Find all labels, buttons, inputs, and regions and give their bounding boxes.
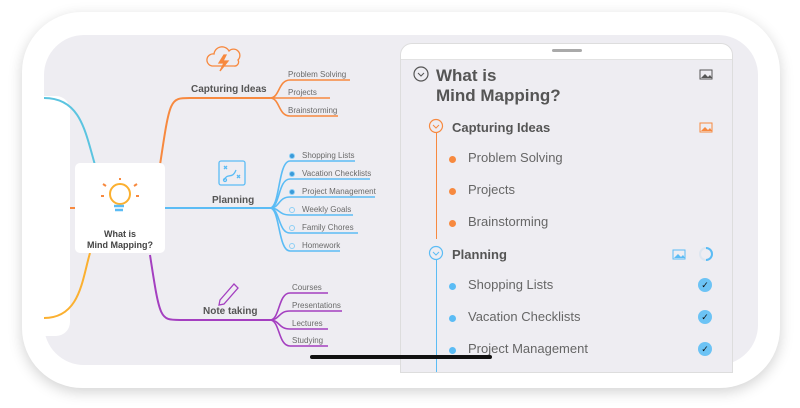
child-connector [269, 97, 338, 117]
child-topic-label[interactable]: Studying [292, 336, 324, 345]
bullet-icon [449, 283, 456, 290]
child-connector [269, 207, 340, 252]
child-topic-label[interactable]: Family Chores [302, 223, 354, 232]
checked-icon[interactable]: ✓ [698, 342, 712, 356]
child-topic-label[interactable]: Weekly Goals [302, 205, 352, 214]
unchecked-icon[interactable] [289, 225, 295, 231]
outline-title-line1[interactable]: What is [436, 66, 497, 85]
connector-left-yellow [43, 252, 91, 319]
child-topic-label[interactable]: Vacation Checklists [302, 169, 372, 178]
outline-item[interactable]: Projects [468, 182, 515, 197]
home-indicator[interactable] [310, 355, 492, 359]
section-line [435, 260, 437, 372]
child-topic-label[interactable]: Projects [288, 88, 317, 97]
child-topic-label[interactable]: Lectures [292, 319, 323, 328]
connector-left-blue [43, 97, 96, 166]
bullet-icon [449, 188, 456, 195]
panel-header [401, 44, 732, 60]
outline-item[interactable]: Brainstorming [468, 214, 549, 229]
section-collapse-icon[interactable] [428, 118, 444, 134]
bullet-icon [449, 220, 456, 227]
panel-drag-handle[interactable] [552, 49, 582, 52]
child-topic-label[interactable]: Homework [302, 241, 341, 250]
child-topic-label[interactable]: Shopping Lists [302, 151, 355, 160]
outline-item[interactable]: Shopping Lists [468, 277, 554, 292]
outline-title-line2[interactable]: Mind Mapping? [436, 86, 561, 105]
unchecked-icon[interactable] [289, 207, 295, 213]
checked-icon[interactable] [289, 171, 295, 177]
branch-label[interactable]: Capturing Ideas [191, 84, 267, 95]
phone-notch [44, 96, 70, 336]
child-topic-label[interactable]: Courses [292, 283, 322, 292]
section-label[interactable]: Capturing Ideas [452, 120, 551, 135]
collapse-icon[interactable] [413, 66, 429, 82]
child-topic-label[interactable]: Brainstorming [288, 106, 338, 115]
lightbulb-icon [101, 178, 139, 212]
section-label[interactable]: Planning [452, 247, 507, 262]
bullet-icon [449, 347, 456, 354]
outline-item[interactable]: Vacation Checklists [468, 309, 581, 324]
checked-icon[interactable]: ✓ [698, 310, 712, 324]
strategy-board-icon [218, 160, 246, 186]
branch-label[interactable]: Note taking [203, 306, 258, 317]
branch-connector [149, 254, 270, 321]
child-topic-label[interactable]: Project Management [302, 187, 376, 196]
bullet-icon [449, 156, 456, 163]
branch-connector [159, 97, 270, 166]
child-topic-label[interactable]: Presentations [292, 301, 341, 310]
checked-icon[interactable]: ✓ [698, 278, 712, 292]
checked-icon[interactable] [289, 153, 295, 159]
unchecked-icon[interactable] [289, 243, 295, 249]
section-collapse-icon[interactable] [428, 245, 444, 261]
child-topic-label[interactable]: Problem Solving [288, 70, 347, 79]
progress-ring-icon [699, 247, 713, 261]
outline-item[interactable]: Problem Solving [468, 150, 563, 165]
section-line [435, 133, 437, 239]
outline-item[interactable]: Project Management [468, 341, 588, 356]
image-icon[interactable] [699, 122, 713, 133]
image-icon[interactable] [699, 69, 713, 80]
bullet-icon [449, 315, 456, 322]
image-icon[interactable] [672, 249, 686, 260]
branch-label[interactable]: Planning [212, 195, 255, 206]
checked-icon[interactable] [289, 189, 295, 195]
child-connector [269, 319, 328, 347]
brainstorm-cloud-icon [206, 46, 241, 72]
pencil-icon [218, 283, 239, 306]
